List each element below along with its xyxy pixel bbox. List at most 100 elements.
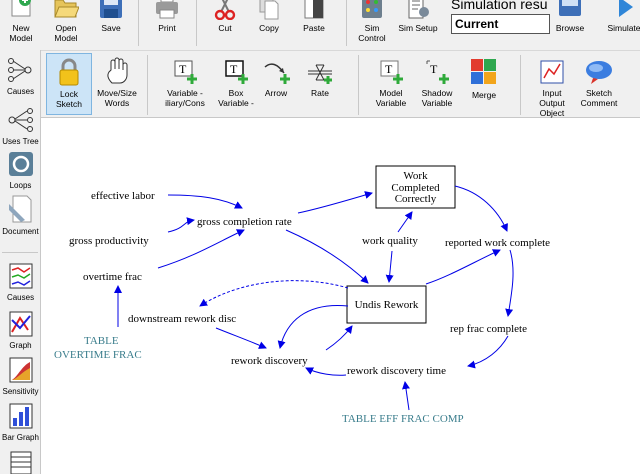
rate-tool-button[interactable]: Rate <box>302 59 338 98</box>
open-model-button[interactable]: Open Model <box>48 0 84 43</box>
hand-icon <box>107 57 128 84</box>
scissors-icon <box>214 0 236 20</box>
lock-sketch-label: Lock Sketch <box>56 89 82 109</box>
link-rework-discovery-time-to-rework-discovery[interactable] <box>305 367 347 376</box>
link-downstream-rework-disc-to-rework-discovery[interactable] <box>215 327 267 349</box>
copy-icon <box>259 0 279 20</box>
sketch-comment-button[interactable]: Sketch Comment <box>576 59 622 108</box>
causes-strip-tool[interactable]: Causes <box>0 262 41 302</box>
paste-button[interactable]: Paste <box>297 0 331 33</box>
copy-label: Copy <box>259 23 279 33</box>
link-reported-work-complete-to-rep-frac-complete[interactable] <box>505 249 514 317</box>
uses-tree-tool[interactable]: Uses Tree <box>0 106 41 146</box>
sim-control-button[interactable]: Sim Control <box>352 0 392 43</box>
comment-cloud-icon <box>586 61 612 84</box>
browse-button[interactable]: Browse <box>552 0 588 33</box>
browse-label: Browse <box>555 23 585 33</box>
merge-button[interactable]: Merge <box>464 57 504 100</box>
shadow-variable-label: Shadow Variable <box>421 88 453 108</box>
causes-tree-tool[interactable]: Causes <box>0 56 41 96</box>
loops-icon <box>8 152 33 176</box>
undis-rework-stock[interactable] <box>346 285 427 324</box>
arrow-tool-button[interactable]: Arrow <box>258 59 294 98</box>
sketch-toolbar: Lock Sketch Move/Size Words T Variable -… <box>0 50 640 118</box>
variable-tool-button[interactable]: T Variable - iliary/Cons <box>160 59 210 108</box>
link-gross-completion-rate-to-work-completed[interactable] <box>297 191 373 214</box>
graph-tool[interactable]: Graph <box>0 310 41 350</box>
graph-icon <box>9 311 32 337</box>
box-variable-tool-button[interactable]: T Box Variable - <box>214 59 258 108</box>
lock-sketch-button[interactable]: Lock Sketch <box>46 53 92 115</box>
shadow-variable-button[interactable]: T Shadow Variable <box>414 59 460 108</box>
link-work-quality-to-undis-rework[interactable] <box>385 250 394 283</box>
curved-arrow-icon <box>264 63 290 84</box>
var-table-eff-frac-comp[interactable]: TABLE EFF FRAC COMP <box>342 413 464 425</box>
link-rep-frac-complete-to-rework-discovery-time[interactable] <box>467 335 509 369</box>
sim-setup-label: Sim Setup <box>398 23 438 33</box>
link-undis-rework-to-reported-work-complete[interactable] <box>425 249 501 285</box>
model-variable-button[interactable]: T Model Variable <box>368 59 414 108</box>
toolbar-separator <box>520 55 521 115</box>
bar-graph-tool[interactable]: Bar Graph <box>0 402 41 442</box>
link-gross-productivity-to-gross-completion-rate[interactable] <box>167 217 195 233</box>
work-completed-correctly-stock[interactable] <box>375 165 456 209</box>
link-overtime-frac-to-gross-completion-rate[interactable] <box>157 229 245 269</box>
padlock-icon <box>59 58 79 86</box>
sensitivity-label: Sensitivity <box>2 387 39 396</box>
var-table-overtime-frac-line1[interactable]: TABLE <box>84 335 119 347</box>
copy-button[interactable]: Copy <box>252 0 286 33</box>
sim-control-icon <box>362 0 382 18</box>
link-undis-rework-to-downstream-rework-disc[interactable] <box>199 280 349 307</box>
sensitivity-tool[interactable]: Sensitivity <box>0 356 41 396</box>
var-rework-discovery-time[interactable]: rework discovery time <box>347 365 446 377</box>
print-button[interactable]: Print <box>150 0 184 33</box>
graph-label: Graph <box>9 341 32 350</box>
sensitivity-icon <box>9 357 32 383</box>
panel-separator <box>2 252 38 253</box>
svg-text:T: T <box>430 62 438 76</box>
run-name-input[interactable] <box>451 14 550 34</box>
loops-label: Loops <box>9 181 32 190</box>
var-work-completed-correctly-line3: Correctly <box>395 193 437 205</box>
var-rework-discovery[interactable]: rework discovery <box>231 355 308 367</box>
loops-tool[interactable]: Loops <box>0 150 41 190</box>
merge-label: Merge <box>471 90 497 100</box>
var-downstream-rework-disc[interactable]: downstream rework disc <box>128 313 236 325</box>
var-rep-frac-complete[interactable]: rep frac complete <box>450 323 527 335</box>
link-work-quality-to-work-completed[interactable] <box>397 211 413 233</box>
var-overtime-frac[interactable]: overtime frac <box>83 271 142 283</box>
simulate-label: Simulate <box>607 23 640 33</box>
link-work-completed-to-reported-work-complete[interactable] <box>454 185 508 232</box>
move-size-words-button[interactable]: Move/Size Words <box>94 57 140 108</box>
var-gross-productivity[interactable]: gross productivity <box>69 235 149 247</box>
input-output-object-button[interactable]: Input Output Object <box>530 59 574 118</box>
new-model-button[interactable]: New Model <box>4 0 38 43</box>
save-button[interactable]: Save <box>94 0 128 33</box>
puzzle-merge-icon <box>471 59 496 84</box>
paste-label: Paste <box>303 23 325 33</box>
link-table-eff-frac-comp-to-rework-discovery-time[interactable] <box>402 381 410 411</box>
rate-tool-label: Rate <box>311 88 329 98</box>
link-gross-completion-rate-to-undis-rework[interactable] <box>285 229 369 284</box>
var-work-quality[interactable]: work quality <box>362 235 418 247</box>
move-size-words-label: Move/Size Words <box>97 88 137 108</box>
var-work-completed-correctly-line2: Completed <box>391 182 440 194</box>
folder-open-icon <box>54 0 79 18</box>
link-effective-labor-to-gross-completion-rate[interactable] <box>167 194 243 209</box>
document-tool[interactable]: Document <box>0 194 41 236</box>
save-disk-icon <box>100 0 122 18</box>
simulate-button[interactable]: Simulate <box>604 0 640 33</box>
var-work-completed-correctly-line1: Work <box>403 170 428 182</box>
sim-setup-button[interactable]: Sim Setup <box>396 0 440 33</box>
link-rework-discovery-to-undis-rework[interactable] <box>325 325 353 351</box>
toolbar-separator <box>358 55 359 115</box>
var-gross-completion-rate[interactable]: gross completion rate <box>197 216 292 228</box>
table-tool[interactable] <box>0 450 41 474</box>
link-undis-rework-to-rework-discovery[interactable] <box>277 305 349 349</box>
var-effective-labor[interactable]: effective labor <box>91 190 155 202</box>
var-table-overtime-frac-line2[interactable]: OVERTIME FRAC <box>54 349 142 361</box>
var-reported-work-complete[interactable]: reported work complete <box>445 237 550 249</box>
cut-button[interactable]: Cut <box>208 0 242 33</box>
analysis-tools-panel: Causes Uses Tree Loops Document <box>0 50 41 474</box>
